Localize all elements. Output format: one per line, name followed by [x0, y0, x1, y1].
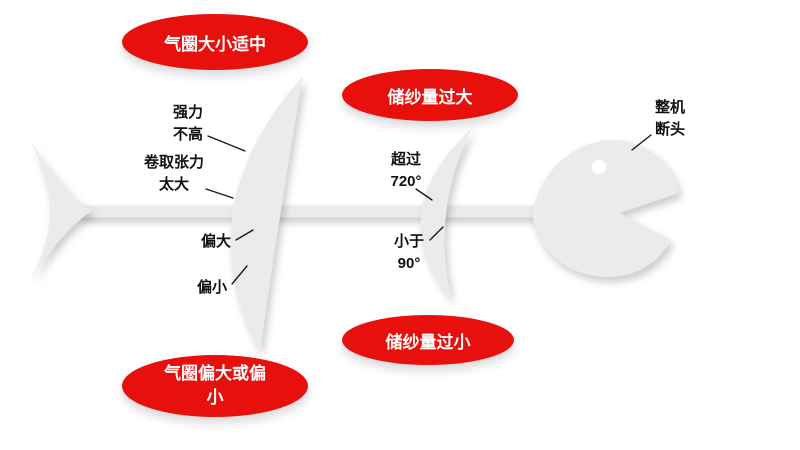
- bubble-label: 气圈大小适中: [164, 34, 266, 54]
- bubble-label: 气圈偏大或偏小: [164, 364, 266, 407]
- connector-under-90: [429, 226, 444, 241]
- fish-tail: [30, 140, 92, 282]
- bubble-label: 储纱量过大: [387, 87, 473, 107]
- label-machine-end-breakage: 整机 断头: [640, 97, 700, 141]
- connector-over-720: [415, 188, 433, 201]
- fish-spine: [78, 205, 544, 218]
- cause-bubble-air-ring-large-or-small: 气圈偏大或偏小: [122, 355, 308, 417]
- bubble-label: 储纱量过小: [385, 332, 471, 352]
- label-under-90-degrees: 小于 90°: [377, 231, 441, 275]
- label-line: 超过: [390, 151, 421, 168]
- label-line: 断头: [654, 121, 685, 138]
- fish-head: [532, 139, 679, 278]
- label-over-720-degrees: 超过 720°: [374, 149, 438, 193]
- connector-winding-tension: [205, 188, 234, 199]
- label-line: 强力: [172, 104, 203, 121]
- cause-bubble-yarn-storage-too-large: 储纱量过大: [342, 69, 518, 121]
- label-line: 偏小: [196, 279, 227, 296]
- connector-too-large: [235, 229, 254, 241]
- label-line: 整机: [654, 99, 685, 116]
- rib-bone-small: [420, 128, 472, 300]
- label-line: 小于: [393, 233, 424, 250]
- label-line: 偏大: [200, 233, 231, 250]
- label-line: 太大: [158, 176, 189, 193]
- connector-machine-break: [631, 134, 652, 151]
- connector-strength: [207, 135, 246, 152]
- label-too-small: 偏小: [184, 277, 240, 299]
- fish-eye-icon: [592, 160, 606, 174]
- label-too-large: 偏大: [188, 231, 244, 253]
- cause-bubble-air-ring-moderate: 气圈大小适中: [122, 14, 308, 70]
- label-line: 90°: [397, 255, 421, 272]
- connector-too-small: [231, 265, 248, 285]
- label-line: 卷取张力: [143, 154, 204, 171]
- label-line: 不高: [172, 126, 203, 143]
- cause-bubble-yarn-storage-too-small: 储纱量过小: [342, 315, 514, 365]
- label-winding-tension-too-large: 卷取张力 太大: [126, 152, 222, 196]
- label-line: 720°: [390, 173, 422, 190]
- label-strength-not-high: 强力 不高: [155, 102, 221, 146]
- rib-bone-large: [230, 76, 303, 352]
